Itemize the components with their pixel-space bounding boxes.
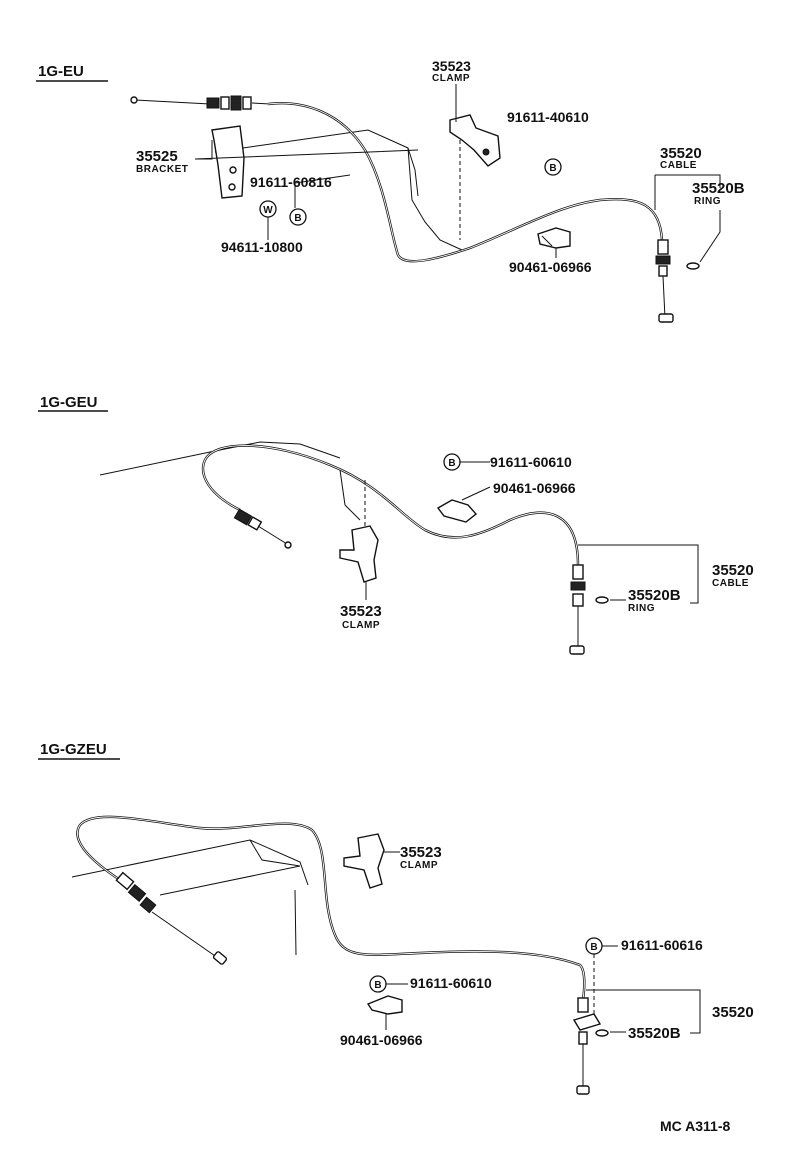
ring-icon — [686, 262, 700, 270]
accelerator-cable — [76, 815, 602, 1095]
part-number-ring: 35520B — [628, 1025, 681, 1042]
engine-outline — [71, 839, 309, 956]
clamp-icon — [343, 833, 385, 889]
section-1g-eu: 1G-EU — [36, 58, 745, 323]
part-number-bracket: 35525 — [136, 148, 178, 165]
part-number-ring: 35520B — [628, 587, 681, 604]
grommet-icon — [436, 499, 478, 523]
svg-text:W: W — [263, 205, 273, 216]
part-number-ring: 35520B — [692, 180, 745, 197]
part-number-washer: 94611-10800 — [221, 239, 303, 255]
clamp-icon — [339, 480, 379, 583]
part-number-bolt: 91611-60616 — [621, 937, 703, 953]
accelerator-cable — [201, 444, 586, 655]
part-number-cable: 35520 — [712, 1004, 754, 1021]
grommet-icon — [537, 227, 571, 249]
svg-text:B: B — [549, 163, 556, 174]
svg-text:B: B — [448, 458, 455, 469]
engine-outline — [214, 129, 463, 251]
part-number-grommet: 90461-06966 — [340, 1032, 423, 1048]
part-number-cable: 35520 — [660, 145, 702, 162]
diagram-code: MC A311-8 — [660, 1118, 731, 1134]
bolt-symbol-icon: B — [289, 208, 307, 226]
bolt-symbol-icon: B — [544, 158, 562, 176]
section-1g-gzeu: 1G-GZEU — [38, 741, 754, 1095]
bolt-symbol-icon: B — [369, 975, 387, 993]
part-name-cable: CABLE — [660, 160, 697, 171]
section-title: 1G-GEU — [40, 394, 98, 411]
part-name-ring: RING — [694, 196, 721, 207]
engine-outline — [99, 441, 341, 476]
part-number-bolt: 91611-60816 — [250, 174, 332, 190]
bolt-symbol-icon: B — [443, 453, 461, 471]
section-title: 1G-EU — [38, 63, 84, 80]
part-number-bolt: 91611-60610 — [490, 454, 572, 470]
part-number-clamp: 35523 — [432, 58, 471, 74]
grommet-icon — [366, 995, 403, 1015]
section-1g-geu: 1G-GEU — [38, 394, 754, 655]
part-name-clamp: CLAMP — [400, 860, 438, 871]
part-number-cable: 35520 — [712, 562, 754, 579]
part-name-clamp: CLAMP — [432, 73, 470, 84]
part-number-bolt: 91611-40610 — [507, 109, 589, 125]
part-number-clamp: 35523 — [400, 844, 442, 861]
part-name-cable: CABLE — [712, 578, 749, 589]
ring-icon — [595, 1029, 609, 1037]
part-number-grommet: 90461-06966 — [493, 480, 576, 496]
clamp-icon — [449, 114, 501, 240]
svg-text:B: B — [294, 213, 301, 224]
section-title: 1G-GZEU — [40, 741, 107, 758]
part-name-clamp: CLAMP — [342, 620, 380, 631]
part-number-clamp: 35523 — [340, 603, 382, 620]
part-name-ring: RING — [628, 603, 655, 614]
part-name-bracket: BRACKET — [136, 164, 188, 175]
svg-text:B: B — [374, 980, 381, 991]
part-number-grommet: 90461-06966 — [509, 259, 592, 275]
svg-text:B: B — [590, 942, 597, 953]
part-number-bolt: 91611-60610 — [410, 975, 492, 991]
accelerator-cable — [130, 95, 674, 323]
bolt-symbol-icon: B — [585, 937, 603, 955]
washer-symbol-icon: W — [259, 200, 277, 218]
ring-icon — [595, 596, 609, 604]
bracket-icon — [211, 125, 245, 199]
